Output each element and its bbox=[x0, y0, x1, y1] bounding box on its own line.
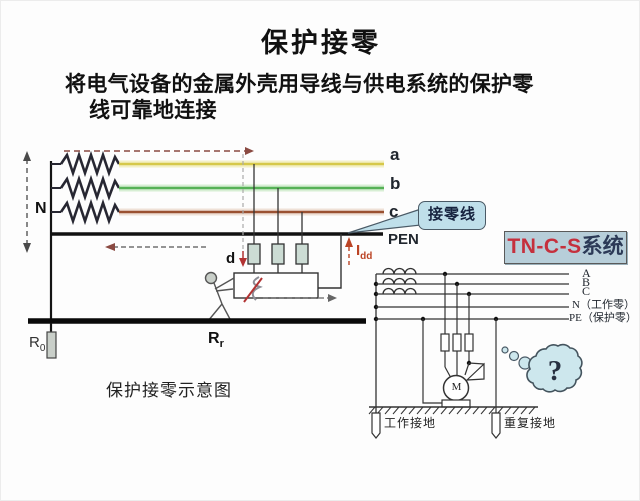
page-title: 保护接零 bbox=[261, 28, 381, 58]
phase-a-label: a bbox=[390, 145, 400, 164]
touch-current-arrow bbox=[263, 294, 337, 302]
subtitle-line-2: 线可靠地连接 bbox=[89, 98, 217, 122]
fault-current-subscript: dd bbox=[360, 251, 373, 262]
fault-current-label: Idd bbox=[356, 242, 373, 262]
system-ground-electrode bbox=[46, 323, 57, 359]
fault-loop-arrow-top bbox=[64, 147, 254, 155]
repeated-ground-drop bbox=[493, 316, 499, 413]
transformer-windings bbox=[51, 150, 121, 226]
line-label-a: A bbox=[582, 266, 591, 280]
fault-current-arrow bbox=[345, 237, 353, 265]
working-ground-electrode bbox=[371, 412, 381, 439]
system-name: TN-C-S bbox=[507, 235, 582, 258]
phase-b-label: b bbox=[390, 174, 401, 193]
pen-bond bbox=[318, 234, 342, 289]
distribution-lines bbox=[376, 273, 569, 320]
breakdown-symbol bbox=[243, 276, 263, 303]
repeated-ground-electrode bbox=[491, 412, 501, 439]
line-label-pe: PE（保护零） bbox=[569, 312, 637, 324]
line-label-b: B bbox=[582, 275, 591, 289]
system-type-badge: TN-C-S系统 bbox=[504, 231, 627, 264]
fault-current-symbol: I bbox=[356, 242, 361, 259]
r0-subscript: 0 bbox=[39, 343, 46, 354]
working-ground-label: 工作接地 bbox=[384, 416, 437, 430]
source-coils bbox=[382, 267, 417, 295]
thought-cloud bbox=[526, 343, 583, 393]
fault-point-arrow bbox=[239, 251, 247, 267]
diagram-caption: 保护接零示意图 bbox=[106, 381, 232, 400]
rr-subscript: r bbox=[219, 338, 224, 351]
fault-point-label: d bbox=[226, 250, 236, 267]
system-suffix: 系统 bbox=[581, 235, 624, 258]
service-drops bbox=[247, 164, 309, 273]
equipment-box bbox=[233, 272, 319, 299]
rr-symbol: R bbox=[208, 330, 220, 347]
question-mark: ? bbox=[547, 355, 563, 387]
motor-label: M bbox=[451, 381, 462, 393]
ground-hatch bbox=[368, 406, 538, 415]
repeated-ground-label: 重复接地 bbox=[504, 416, 557, 430]
motor bbox=[441, 374, 471, 408]
thought-bubble-trail bbox=[501, 346, 532, 370]
phase-c-label: c bbox=[389, 202, 399, 221]
line-label-n: N（工作零） bbox=[572, 299, 635, 311]
line-label-c: C bbox=[582, 284, 591, 298]
person-resistance-label: Rr bbox=[208, 330, 224, 350]
r0-symbol: R bbox=[29, 334, 40, 351]
person-figure bbox=[204, 271, 235, 322]
system-ground-resistance-label: R0 bbox=[29, 334, 46, 354]
left-diagram bbox=[23, 147, 422, 359]
neutral-bond-callout: 接零线 bbox=[418, 201, 486, 230]
neutral-label: N bbox=[35, 200, 47, 217]
return-path-arrow bbox=[105, 243, 206, 251]
subtitle-line-1: 将电气设备的金属外壳用导线与供电系统的保护零 bbox=[65, 72, 534, 96]
right-diagram bbox=[368, 267, 583, 439]
pe-bond-to-frame bbox=[420, 316, 442, 404]
pen-label: PEN bbox=[388, 231, 419, 248]
motor-feeders bbox=[440, 271, 474, 379]
frame-fault-symbol bbox=[465, 362, 485, 381]
voltage-path-arrow bbox=[23, 151, 31, 253]
